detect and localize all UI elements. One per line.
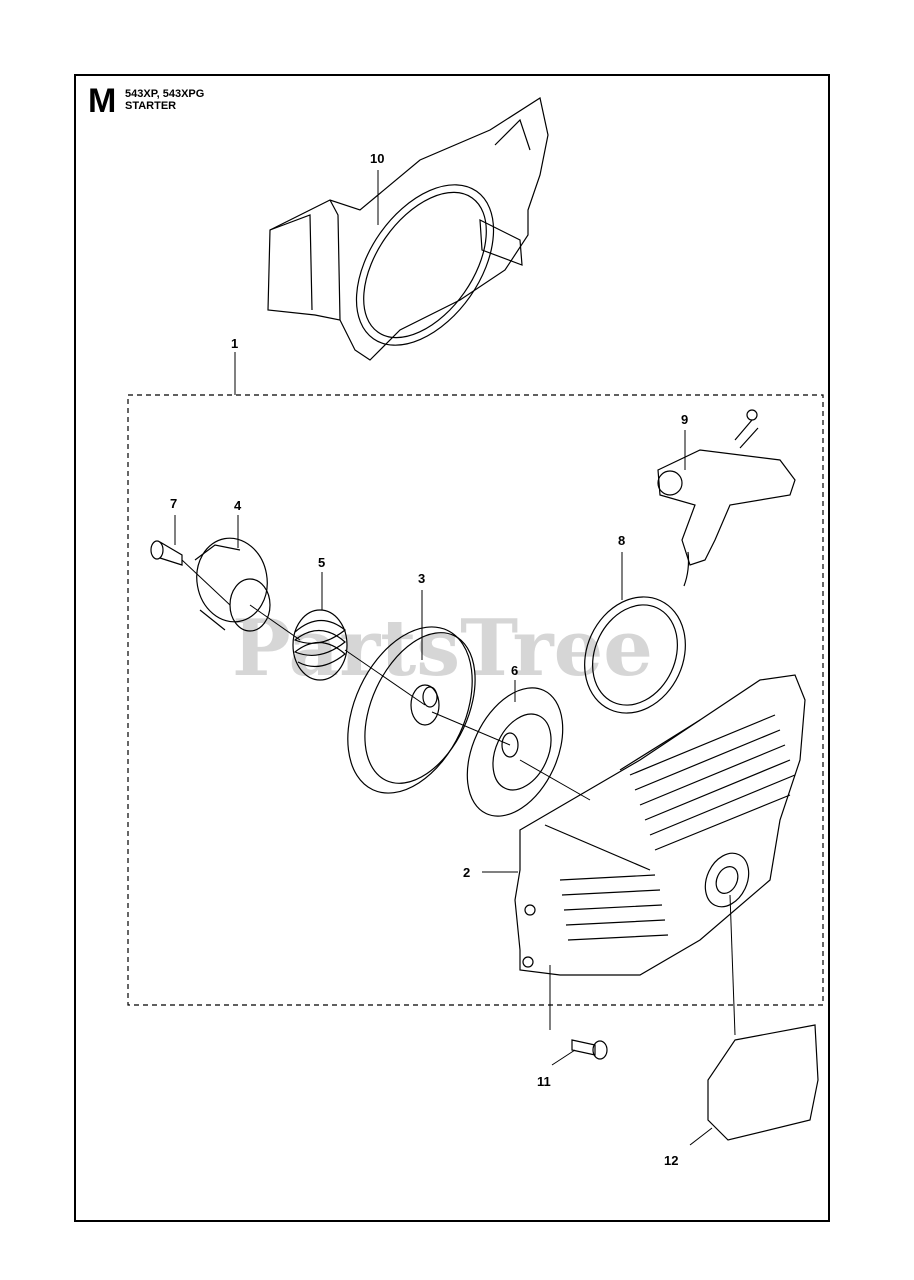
callout-9: 9 — [681, 412, 688, 427]
assembly-boundary — [127, 394, 824, 1006]
callout-4: 4 — [234, 498, 242, 513]
callout-11: 11 — [537, 1074, 551, 1089]
callout-2: 2 — [463, 865, 470, 880]
part-9-handle[interactable] — [657, 409, 796, 566]
part-5-spring[interactable] — [292, 609, 348, 681]
callout-1: 1 — [231, 336, 238, 351]
diagram-frame — [74, 74, 830, 1222]
part-2-housing[interactable] — [514, 674, 806, 976]
callout-12: 12 — [664, 1153, 678, 1168]
housing-vents-upper — [629, 714, 796, 851]
part-10-cover[interactable] — [267, 97, 549, 370]
callout-3: 3 — [418, 571, 425, 586]
leader-lines — [174, 170, 736, 1146]
section-letter: M — [88, 82, 117, 120]
callout-10: 10 — [370, 151, 384, 166]
callout-8: 8 — [618, 533, 625, 548]
model-numbers: 543XP, 543XPG — [125, 88, 205, 100]
callout-6: 6 — [511, 663, 518, 678]
housing-vents-lower — [559, 874, 669, 941]
part-7-screw[interactable] — [150, 540, 183, 566]
callout-7: 7 — [170, 496, 177, 511]
part-11-screw[interactable] — [571, 1039, 608, 1060]
part-12-label[interactable] — [707, 1024, 819, 1141]
section-title: STARTER — [125, 100, 177, 112]
part-8-cord[interactable] — [566, 551, 704, 730]
part-3-pulley[interactable] — [323, 607, 497, 813]
part-6-ratchet[interactable] — [448, 673, 582, 832]
callout-labels: 1 2 3 4 5 6 7 8 9 10 11 12 — [170, 151, 688, 1168]
watermark: PartsTree — [232, 603, 653, 694]
callout-5: 5 — [318, 555, 325, 570]
